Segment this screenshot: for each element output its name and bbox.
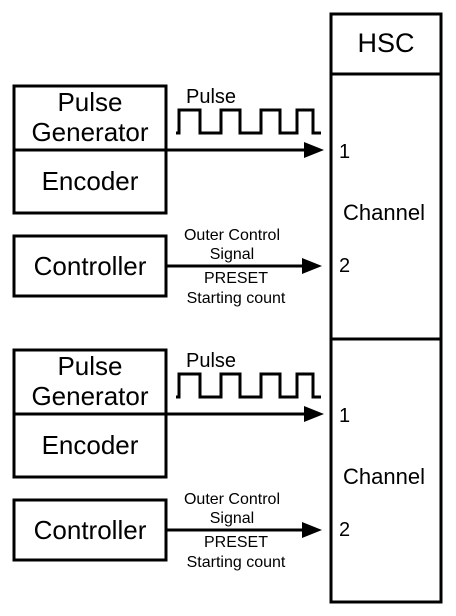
controller-arrow-head [302, 522, 322, 538]
encoder-label: Encoder [42, 166, 139, 196]
signal-label-line2: Signal [210, 510, 254, 527]
controller-arrow-head [302, 258, 322, 274]
channel-label: Channel [343, 200, 425, 225]
signal-label-line3: PRESET [204, 270, 268, 287]
signal-label-line1: Outer Control [184, 491, 280, 508]
signal-label-line1: Outer Control [184, 227, 280, 244]
signal-label-line2: Signal [210, 246, 254, 263]
signal-label-line4: Starting count [187, 290, 286, 307]
pulse-arrow-head [304, 406, 324, 422]
hsc-title: HSC [357, 28, 414, 58]
pulse-generator-label-line1: Pulse [57, 87, 122, 117]
input-1-number: 1 [339, 141, 350, 163]
pulse-waveform-label: Pulse [186, 86, 236, 108]
signal-label-line3: PRESET [204, 534, 268, 551]
input-1-number: 1 [339, 405, 350, 427]
pulse-waveform [176, 372, 321, 399]
input-2-number: 2 [339, 519, 350, 541]
channel-block-2: Channel 1 2 Pulse Generator Encoder Puls… [12, 348, 425, 571]
pulse-waveform [176, 108, 321, 135]
controller-label: Controller [34, 515, 147, 545]
signal-label-line4: Starting count [187, 554, 286, 571]
channel-label: Channel [343, 464, 425, 489]
input-2-number: 2 [339, 255, 350, 277]
pulse-arrow-head [304, 142, 324, 158]
encoder-label: Encoder [42, 430, 139, 460]
hsc-module [329, 12, 443, 604]
pulse-waveform-label: Pulse [186, 350, 236, 372]
channel-block-1: Channel 1 2 Pulse Generator Encoder Puls… [12, 84, 425, 307]
pulse-generator-label-line2: Generator [31, 117, 148, 147]
pulse-generator-label-line2: Generator [31, 381, 148, 411]
pulse-generator-label-line1: Pulse [57, 351, 122, 381]
controller-label: Controller [34, 251, 147, 281]
